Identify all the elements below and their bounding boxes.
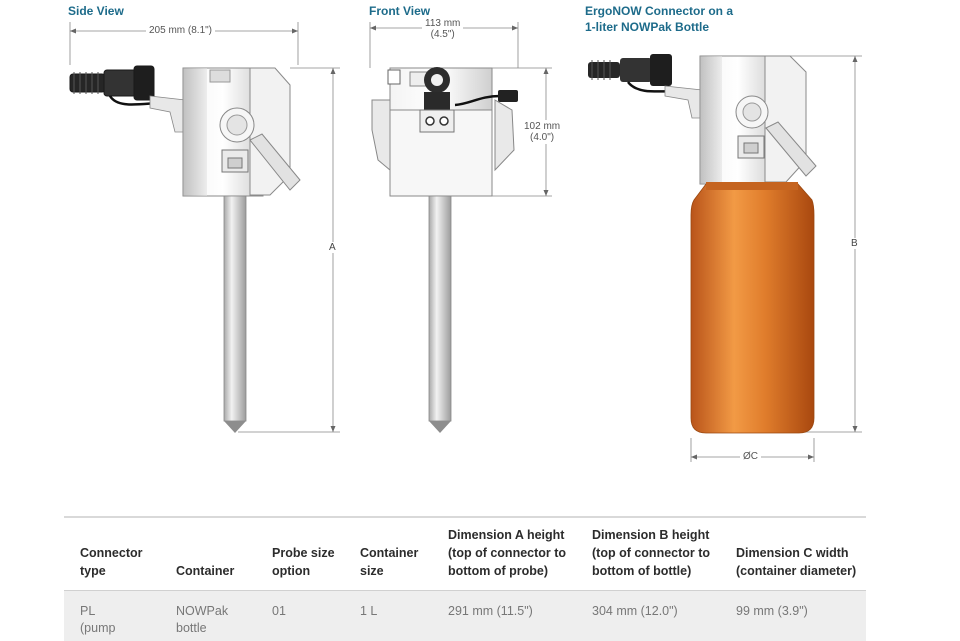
cell-connector-type: PL (pump [64,591,160,641]
cell-probe-size: 01 [256,591,344,641]
header-probe-size: Probe size option [256,517,344,591]
front-height-label: 102 mm (4.0") [522,120,562,144]
side-width-label: 205 mm (8.1") [146,25,215,36]
header-dimension-b: Dimension B height (top of connector to … [576,517,720,591]
product-drawings [0,0,960,510]
cell-dimension-a: 291 mm (11.5") [432,591,576,641]
dimension-b-label: B [850,238,859,249]
bottle-view-drawing [588,54,862,462]
dimensions-table: Connector type Container Probe size opti… [64,516,866,641]
front-view-drawing [370,22,552,433]
header-container: Container [160,517,256,591]
cell-dimension-c: 99 mm (3.9") [720,591,866,641]
table-header-row: Connector type Container Probe size opti… [64,517,866,591]
header-dimension-a: Dimension A height (top of connector to … [432,517,576,591]
dimension-c-label: ØC [740,451,761,462]
side-view-drawing [70,22,340,433]
cell-container-size: 1 L [344,591,432,641]
cell-container: NOWPak bottle [160,591,256,641]
header-connector-type: Connector type [64,517,160,591]
header-container-size: Container size [344,517,432,591]
dimension-a-label: A [328,242,337,253]
table-row: PL (pump NOWPak bottle 01 1 L 291 mm (11… [64,591,866,641]
front-width-label: 113 mm (4.5") [422,18,463,40]
cell-dimension-b: 304 mm (12.0") [576,591,720,641]
header-dimension-c: Dimension C width (container diameter) [720,517,866,591]
